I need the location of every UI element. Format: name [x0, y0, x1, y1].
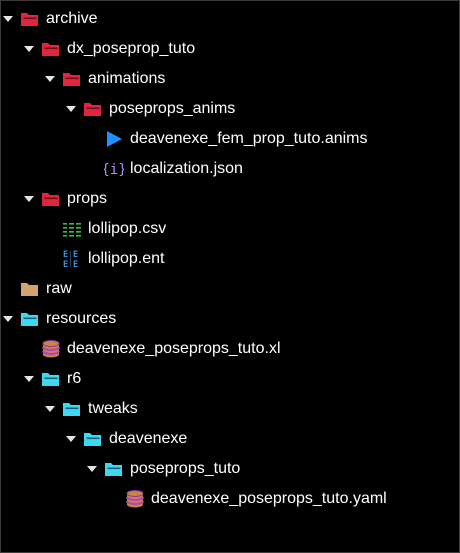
- tree-item-props[interactable]: props: [1, 184, 459, 214]
- svg-text:{i}: {i}: [104, 162, 124, 178]
- tree-item-label: deavenexe: [109, 430, 188, 447]
- folder-open-icon: [104, 459, 124, 479]
- folder-open-icon: [41, 369, 61, 389]
- tree-item-animations[interactable]: animations: [1, 64, 459, 94]
- tree-item-poseprops-tuto[interactable]: poseprops_tuto: [1, 454, 459, 484]
- tree-item-label: deavenexe_poseprops_tuto.yaml: [151, 490, 387, 507]
- play-icon: [104, 129, 124, 149]
- folder-open-icon: [62, 399, 82, 419]
- tree-item-dx-poseprop-tuto[interactable]: dx_poseprop_tuto: [1, 34, 459, 64]
- json-braces-icon: {i}: [104, 159, 124, 179]
- chevron-down-icon[interactable]: [43, 394, 57, 424]
- tree-item-deavenexe-poseprops-tuto-xl[interactable]: deavenexe_poseprops_tuto.xl: [1, 334, 459, 364]
- folder-open-icon: [41, 189, 61, 209]
- chevron-down-icon[interactable]: [22, 184, 36, 214]
- csv-icon: [62, 219, 82, 239]
- tree-item-label: deavenexe_fem_prop_tuto.anims: [130, 130, 368, 147]
- folder-closed-icon: [20, 279, 40, 299]
- chevron-down-icon[interactable]: [64, 94, 78, 124]
- tree-item-label: tweaks: [88, 400, 138, 417]
- tree-item-label: animations: [88, 70, 166, 87]
- tree-item-label: dx_poseprop_tuto: [67, 40, 196, 57]
- svg-text:E: E: [63, 260, 68, 269]
- tree-item-r6[interactable]: r6: [1, 364, 459, 394]
- folder-open-icon: [62, 69, 82, 89]
- tree-item-label: raw: [46, 280, 72, 297]
- tree-item-label: poseprops_anims: [109, 100, 236, 117]
- tree-item-lollipop-csv[interactable]: lollipop.csv: [1, 214, 459, 244]
- folder-open-icon: [20, 9, 40, 29]
- tree-item-label: r6: [67, 370, 82, 387]
- tree-item-deavenexe-poseprops-tuto-yaml[interactable]: deavenexe_poseprops_tuto.yaml: [1, 484, 459, 514]
- tree-item-deavenexe[interactable]: deavenexe: [1, 424, 459, 454]
- folder-open-icon: [41, 39, 61, 59]
- folder-open-icon: [83, 99, 103, 119]
- chevron-down-icon[interactable]: [64, 424, 78, 454]
- tree-item-resources[interactable]: resources: [1, 304, 459, 334]
- chevron-down-icon[interactable]: [1, 4, 15, 34]
- tree-item-tweaks[interactable]: tweaks: [1, 394, 459, 424]
- tree-item-archive[interactable]: archive: [1, 4, 459, 34]
- chevron-down-icon[interactable]: [85, 454, 99, 484]
- tree-item-raw[interactable]: raw: [1, 274, 459, 304]
- folder-open-icon: [83, 429, 103, 449]
- chevron-down-icon[interactable]: [22, 364, 36, 394]
- chevron-down-icon[interactable]: [43, 64, 57, 94]
- tree-item-label: props: [67, 190, 108, 207]
- database-icon: [41, 339, 61, 359]
- tree-item-label: poseprops_tuto: [130, 460, 241, 477]
- svg-text:E: E: [63, 250, 68, 260]
- tree-item-label: resources: [46, 310, 117, 327]
- tree-item-label: archive: [46, 10, 98, 27]
- chevron-down-icon[interactable]: [1, 304, 15, 334]
- chevron-down-icon[interactable]: [22, 34, 36, 64]
- tree-item-label: lollipop.ent: [88, 250, 165, 267]
- tree-item-poseprops-anims[interactable]: poseprops_anims: [1, 94, 459, 124]
- tree-item-label: lollipop.csv: [88, 220, 167, 237]
- tree-item-label: localization.json: [130, 160, 243, 177]
- svg-text:E: E: [73, 260, 78, 269]
- tree-item-localization-json[interactable]: {i} localization.json: [1, 154, 459, 184]
- tree-item-deavenexe-fem-prop-tuto-anims[interactable]: deavenexe_fem_prop_tuto.anims: [1, 124, 459, 154]
- svg-text:E: E: [73, 250, 78, 260]
- tree-item-label: deavenexe_poseprops_tuto.xl: [67, 340, 281, 357]
- database-icon: [125, 489, 145, 509]
- folder-open-icon: [20, 309, 40, 329]
